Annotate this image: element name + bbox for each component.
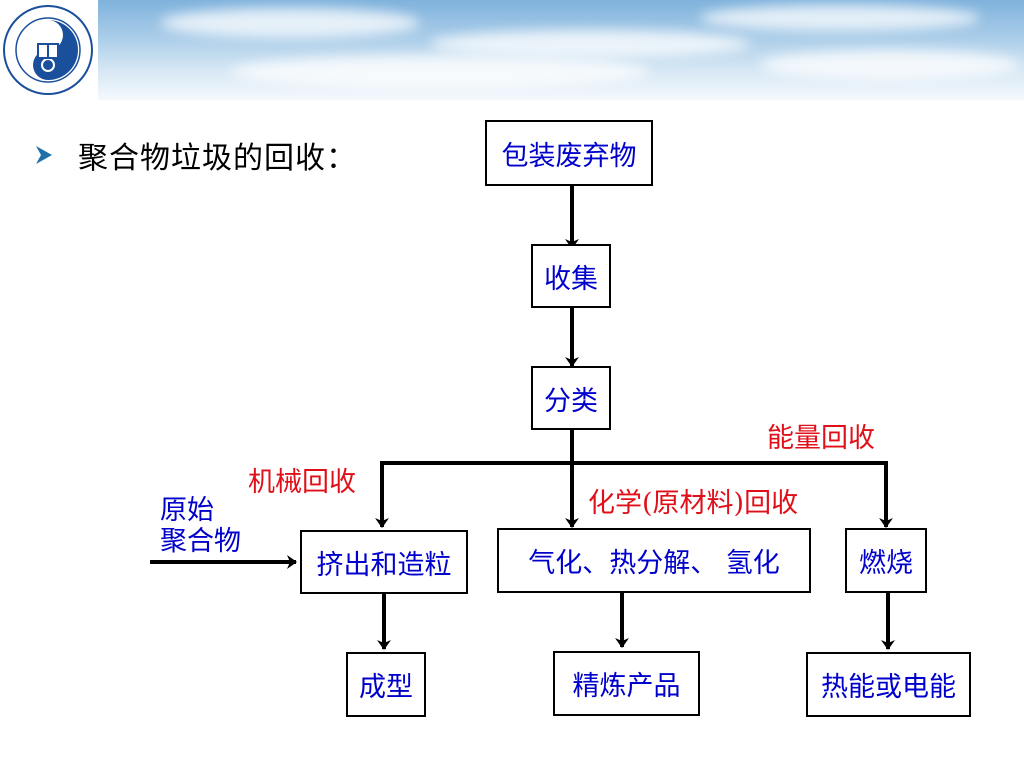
label-mechanical-recovery: 机械回收 xyxy=(248,467,356,498)
box-packaging-waste: 包装废弃物 xyxy=(485,120,653,186)
box-combustion: 燃烧 xyxy=(845,528,927,593)
box-sorting: 分类 xyxy=(531,366,611,430)
header-banner xyxy=(0,0,1024,100)
logo-area xyxy=(0,0,98,100)
bullet-point: 聚合物垃圾的回收： xyxy=(34,133,357,177)
label-virgin-polymer-line1: 原始 xyxy=(160,495,214,526)
label-energy-recovery: 能量回收 xyxy=(767,423,875,454)
label-virgin-polymer-line2: 聚合物 xyxy=(160,526,241,557)
university-logo xyxy=(3,5,93,95)
box-refined-products: 精炼产品 xyxy=(553,651,700,716)
label-chemical-recovery: 化学(原材料)回收 xyxy=(588,488,799,519)
arrowhead-bullet-icon xyxy=(36,146,52,164)
box-extrusion: 挤出和造粒 xyxy=(300,530,468,594)
box-gasification: 气化、热分解、 氢化 xyxy=(497,528,811,593)
box-energy-output: 热能或电能 xyxy=(806,652,971,717)
box-collection: 收集 xyxy=(531,244,611,308)
box-molding: 成型 xyxy=(346,652,426,717)
bullet-text: 聚合物垃圾的回收： xyxy=(78,141,357,176)
